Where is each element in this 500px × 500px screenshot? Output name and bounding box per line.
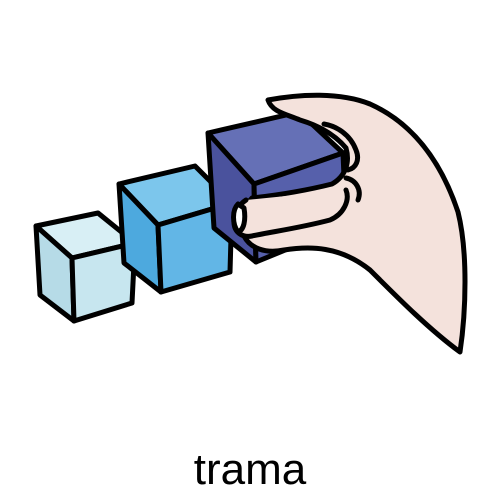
illustration [33, 92, 468, 355]
caption-label: trama [193, 445, 307, 494]
hand-icon [231, 92, 468, 355]
